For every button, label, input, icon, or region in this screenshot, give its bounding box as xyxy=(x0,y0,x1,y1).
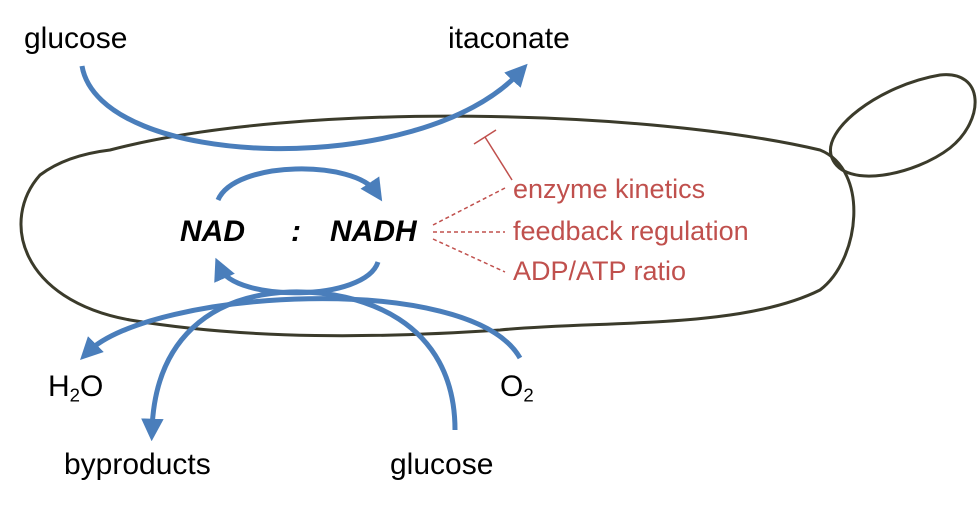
glucose-input-label: glucose xyxy=(24,22,128,55)
adp-atp-connector xyxy=(432,238,506,273)
enzyme-connector xyxy=(432,187,506,226)
glucose-bottom-label: glucose xyxy=(390,448,494,481)
o2-label: O2 xyxy=(500,370,534,406)
glucose-to-byproducts-arrow xyxy=(141,289,458,442)
ratio-colon: : xyxy=(291,215,301,248)
byproducts-label: byproducts xyxy=(64,448,211,481)
glucose-to-itaconate-arrow xyxy=(79,63,528,151)
inhibition-line xyxy=(484,136,513,181)
feedback-regulation-label: feedback regulation xyxy=(513,216,749,246)
adp-atp-ratio-label: ADP/ATP ratio xyxy=(513,256,687,286)
cell-outline xyxy=(19,114,856,338)
o2-to-h2o-arrow xyxy=(80,296,523,360)
inhibition-bar xyxy=(473,129,497,145)
enzyme-kinetics-label: enzyme kinetics xyxy=(513,174,706,204)
nadh-label: NADH xyxy=(330,215,417,248)
nad-label: NAD xyxy=(180,215,245,248)
nad-to-nadh-arrow xyxy=(215,166,383,202)
itaconate-label: itaconate xyxy=(448,22,570,55)
nadh-to-nad-arrow xyxy=(214,257,381,296)
h2o-label: H2O xyxy=(48,370,104,406)
cell-bud xyxy=(828,73,977,178)
